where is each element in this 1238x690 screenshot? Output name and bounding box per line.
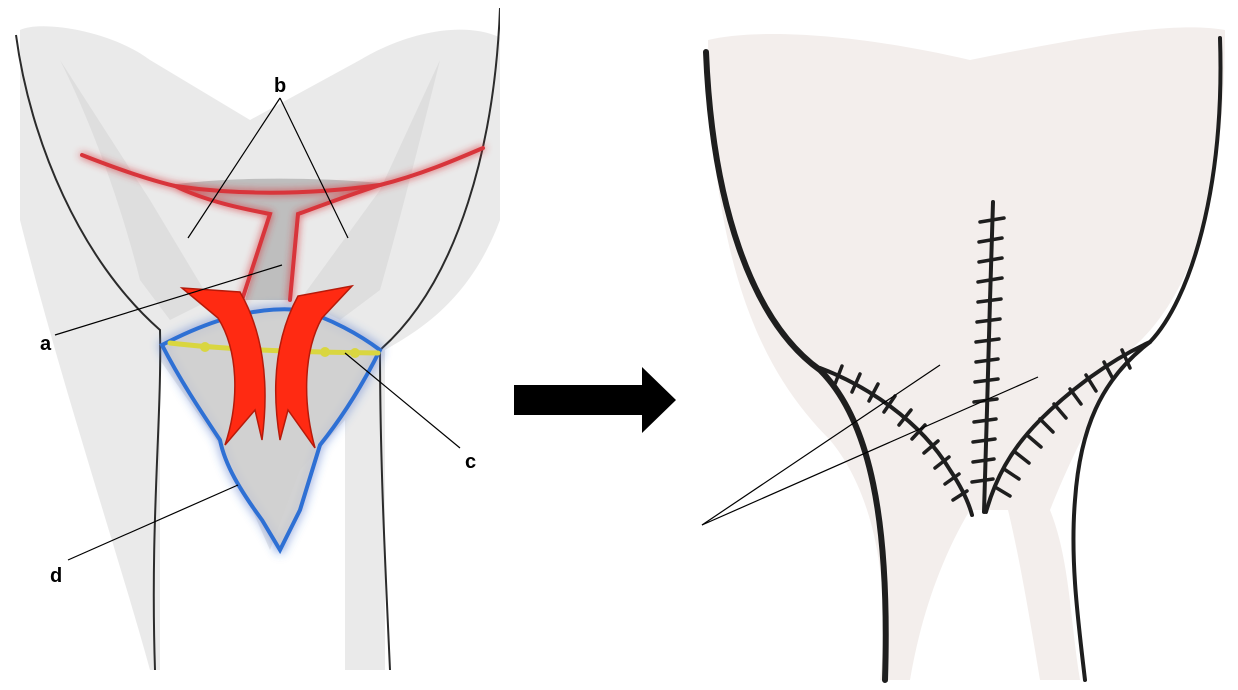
left-diagram-svg: b a c d — [0, 0, 500, 685]
label-c: c — [465, 451, 476, 473]
label-a: a — [40, 333, 52, 355]
right-diagram: e — [690, 0, 1238, 685]
skin-area — [708, 27, 1225, 680]
label-b: b — [274, 75, 286, 97]
right-arrow-icon — [510, 365, 680, 435]
transition-arrow — [510, 365, 680, 435]
label-d: d — [50, 565, 62, 587]
left-diagram: b a c d — [0, 0, 500, 685]
right-diagram-svg: e — [690, 0, 1238, 685]
